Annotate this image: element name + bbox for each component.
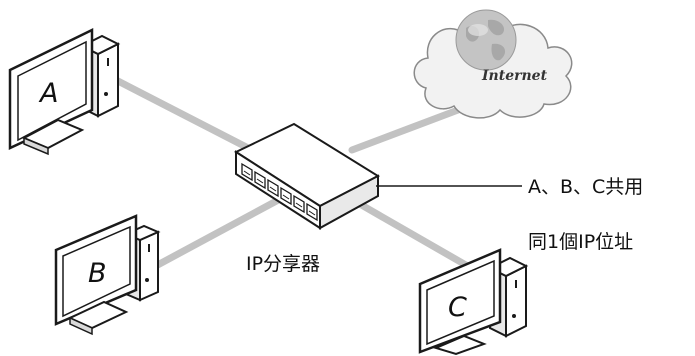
router-icon bbox=[233, 122, 381, 230]
router-ports bbox=[241, 162, 318, 222]
computer-c: C bbox=[418, 248, 529, 356]
router-label: IP分享器 bbox=[246, 253, 320, 275]
monitor-icon bbox=[8, 27, 94, 156]
note-line-1: A、B、C共用 bbox=[528, 176, 643, 198]
cable-router-b bbox=[148, 194, 286, 272]
computer-c-label: C bbox=[448, 292, 467, 323]
cable-a-router bbox=[112, 76, 256, 154]
note-line-2: 同1個IP位址 bbox=[528, 231, 633, 253]
cable-router-c bbox=[354, 199, 482, 276]
cable-router-internet bbox=[348, 106, 462, 154]
computer-b-label: B bbox=[88, 258, 107, 289]
globe-icon bbox=[455, 9, 517, 71]
router: IP分享器 bbox=[233, 122, 381, 275]
monitor-icon bbox=[418, 248, 502, 356]
cables bbox=[112, 76, 482, 276]
computer-a: A bbox=[8, 27, 121, 156]
computer-b: B bbox=[54, 214, 161, 336]
internet-label: Internet bbox=[481, 68, 548, 84]
monitor-icon bbox=[54, 214, 138, 336]
computer-a-label: A bbox=[38, 78, 58, 109]
internet-cloud: Internet bbox=[413, 9, 573, 119]
